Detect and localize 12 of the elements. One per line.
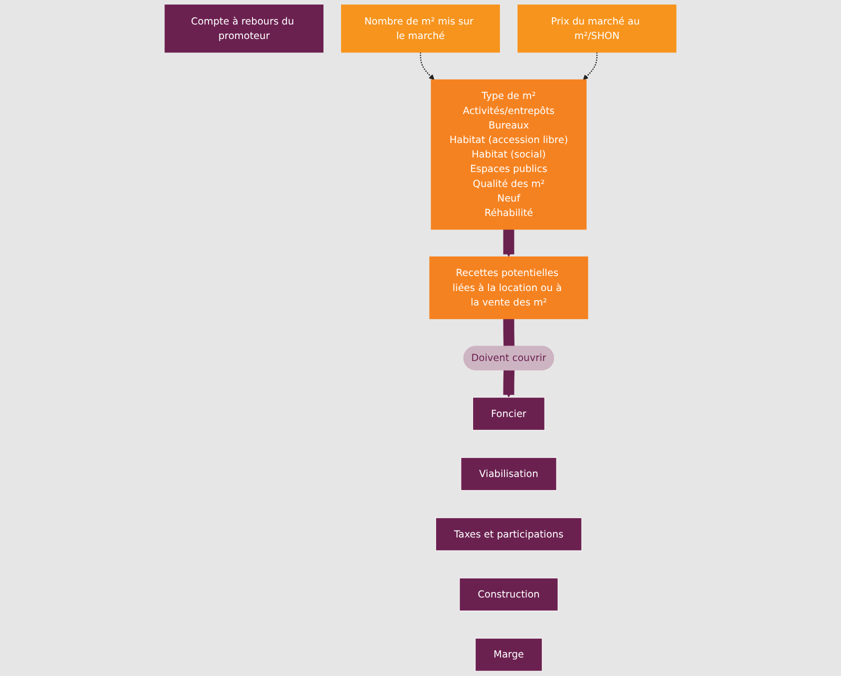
node-box: Construction <box>459 578 558 612</box>
arrow <box>420 52 434 80</box>
node-box: Marge <box>474 638 542 672</box>
node-box: Foncier <box>472 397 545 430</box>
node-box: Compte à rebours du promoteur <box>164 4 324 53</box>
arrow <box>583 52 598 80</box>
node-box: Prix du marché au m²/SHON <box>518 4 676 53</box>
node-box: Taxes et participations <box>435 518 582 551</box>
node-box: Recettes potentielles liées à la location ou à la vente des m² <box>429 256 588 320</box>
node-box: Nombre de m² mis sur le marché <box>341 4 500 53</box>
node-box: Type de m² Activités/entrepôts Bureaux Habitat (accession libre) Habitat (social) Espaces publics Qualité des m² Neuf Réhabilité <box>430 79 587 230</box>
node-box: Viabilisation <box>460 457 557 491</box>
